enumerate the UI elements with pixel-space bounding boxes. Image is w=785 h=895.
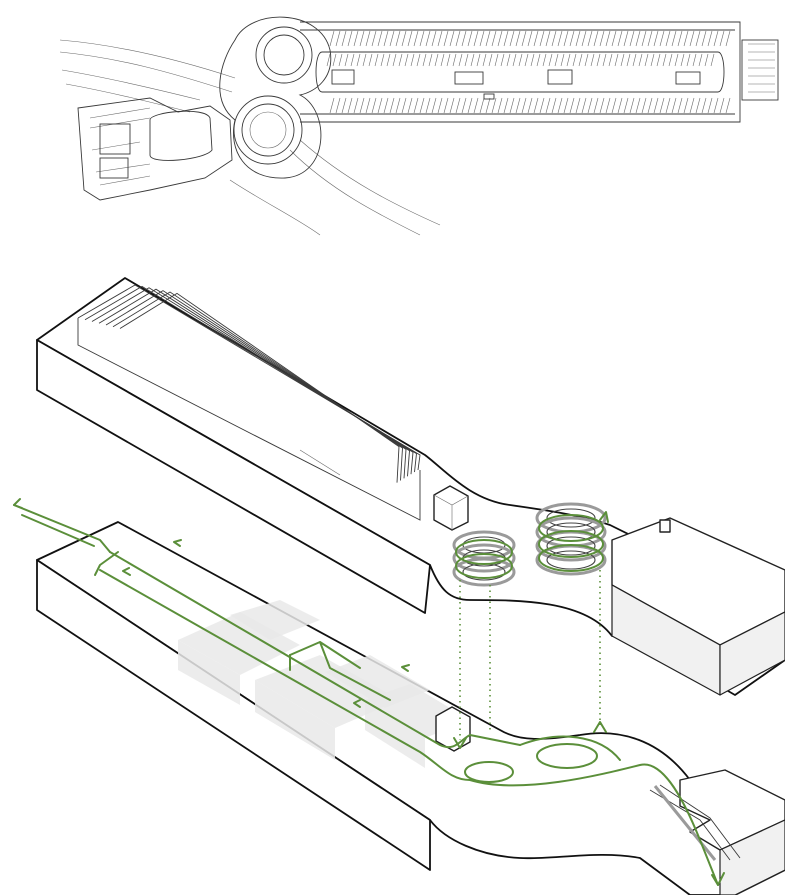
axonometric-diagram xyxy=(13,277,785,895)
site-plan xyxy=(59,16,779,236)
vehicle-circulation-flow xyxy=(13,498,725,886)
upper-parking-deck xyxy=(36,277,785,696)
roof-ridges xyxy=(77,284,421,521)
parking-stalls xyxy=(326,30,731,114)
lower-parking-deck xyxy=(36,521,785,895)
